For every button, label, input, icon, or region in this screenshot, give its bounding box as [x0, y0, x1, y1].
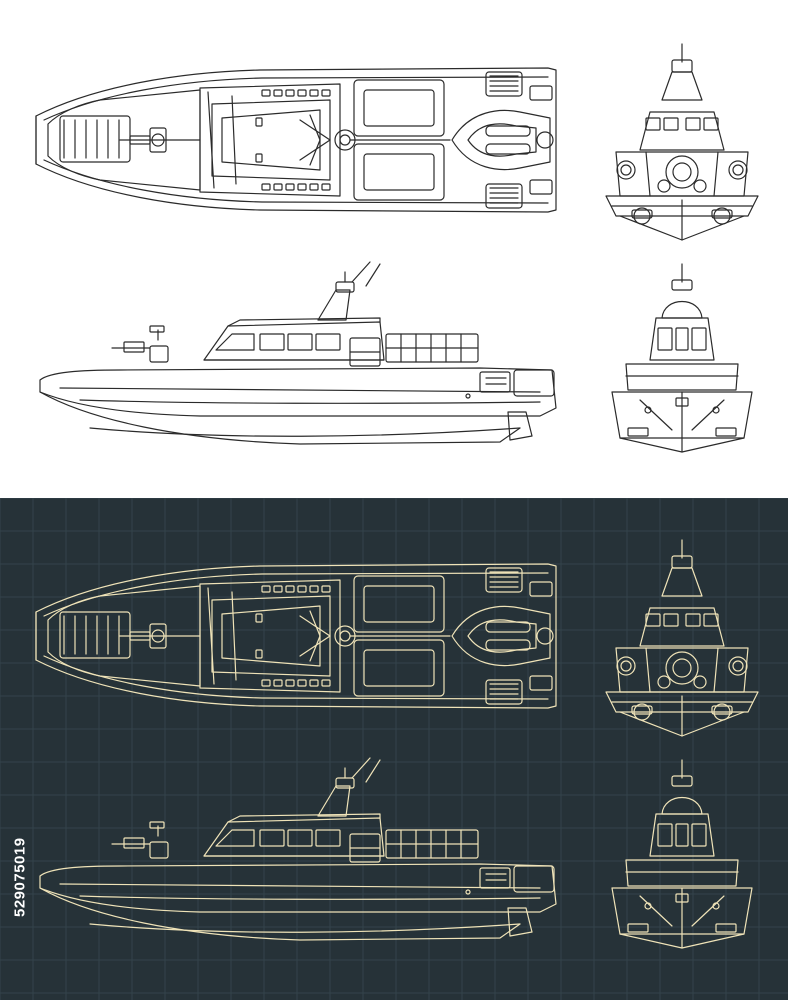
dark-drawing-canvas — [0, 498, 788, 1000]
boat-side-view — [39, 757, 557, 941]
light-blueprint-panel — [0, 0, 788, 498]
blueprint-grid — [0, 498, 788, 1000]
boat-top-view — [35, 67, 557, 213]
dark-blueprint-panel — [0, 498, 788, 1000]
light-drawing-canvas — [35, 43, 759, 453]
stock-id: 529075019 — [11, 837, 29, 917]
boat-top-view — [35, 563, 557, 709]
boat-rear-view — [611, 759, 753, 949]
boat-front-view — [605, 43, 759, 241]
boat-front-view — [605, 539, 759, 737]
boat-side-view — [39, 261, 557, 445]
boat-rear-view — [611, 263, 753, 453]
